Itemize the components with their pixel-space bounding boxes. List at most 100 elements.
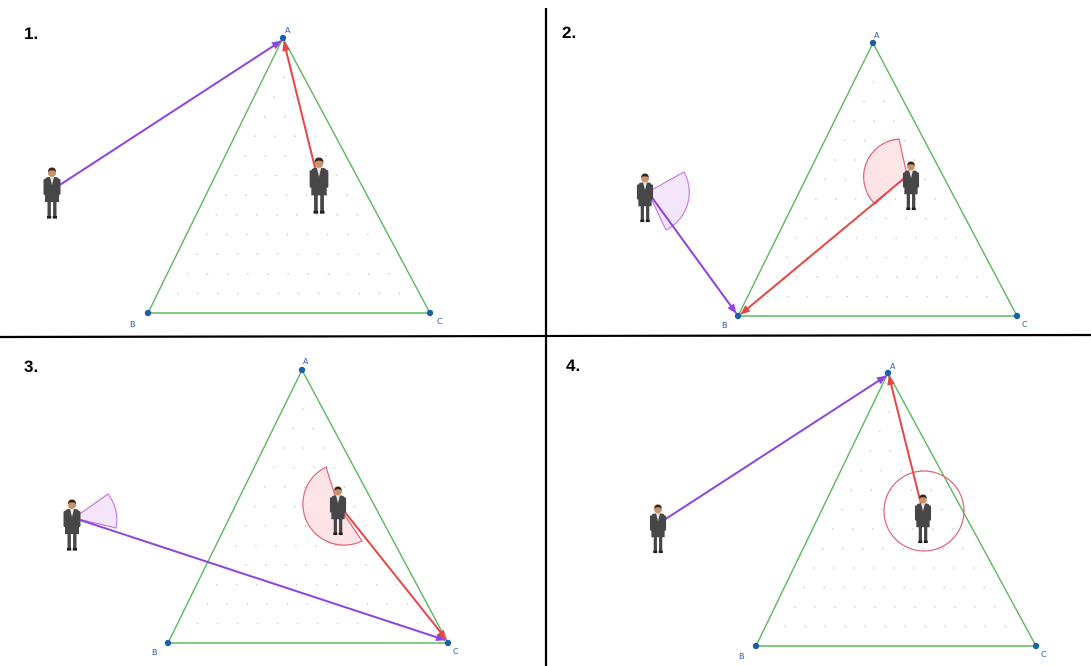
subject-fov-wedge — [863, 138, 908, 205]
shoe — [911, 207, 916, 211]
grid-dot — [891, 528, 894, 530]
grid-dot — [225, 564, 228, 566]
grid-dot — [386, 603, 388, 605]
grid-dot — [860, 469, 862, 472]
grid-dot — [244, 155, 247, 157]
vertex-c — [426, 309, 434, 317]
grid-dot — [322, 447, 325, 449]
face-profile — [339, 490, 342, 494]
grid-dot — [805, 217, 807, 220]
grid-dot — [905, 217, 907, 220]
grid-dot — [826, 295, 829, 298]
grid-dot — [924, 217, 927, 220]
grid-dot — [816, 276, 818, 278]
triangle-grid-dots — [784, 411, 1007, 628]
vertex-c-label: C — [1022, 320, 1028, 329]
grid-dot — [356, 622, 359, 625]
grid-dot — [932, 567, 935, 569]
arm — [902, 172, 906, 188]
leg — [918, 525, 922, 543]
vertex-c — [1013, 312, 1021, 320]
grid-dot — [295, 583, 298, 586]
grid-dot — [930, 489, 933, 491]
leg — [924, 525, 928, 543]
grid-dot — [924, 178, 926, 181]
grid-dot — [335, 583, 338, 586]
shoe — [640, 219, 645, 223]
panel-3-label: 3. — [24, 357, 38, 376]
grid-dot — [884, 625, 887, 628]
grid-dot — [863, 100, 865, 103]
grid-dot — [911, 528, 914, 530]
observer-person — [63, 499, 81, 551]
grid-dot — [226, 272, 229, 275]
grid-dot — [206, 603, 208, 605]
grid-dot — [276, 214, 278, 216]
vertex-a-label: A — [285, 26, 291, 35]
torso — [45, 177, 59, 202]
grid-dot — [766, 295, 769, 298]
grid-dot — [846, 295, 849, 298]
grid-dot — [186, 272, 189, 275]
subject-arrow — [887, 375, 924, 513]
grid-dot — [942, 547, 944, 550]
triangle — [166, 368, 450, 644]
grid-dot — [854, 159, 856, 161]
grid-dot — [854, 606, 856, 608]
panel-2-label: 2. — [562, 23, 576, 42]
arm — [914, 505, 918, 521]
grid-dot — [926, 295, 928, 298]
grid-dot — [358, 292, 360, 295]
arm — [650, 184, 654, 200]
observer-arrow — [660, 375, 887, 523]
grid-dot — [256, 253, 259, 255]
grid-dot — [823, 586, 826, 589]
grid-dot — [888, 411, 890, 413]
collar — [50, 177, 54, 185]
grid-dot — [836, 276, 838, 278]
grid-dot — [889, 450, 892, 452]
grid-dot — [325, 564, 328, 566]
grid-dot — [295, 174, 297, 177]
grid-dot — [265, 194, 268, 196]
grid-dot — [336, 214, 339, 216]
grid-dot — [306, 603, 308, 605]
grid-dot — [962, 547, 964, 550]
arm — [309, 170, 313, 188]
grid-dot — [892, 567, 895, 569]
arm — [916, 172, 920, 188]
grid-dot — [296, 214, 298, 216]
leg — [333, 517, 337, 535]
subject-fov-circle — [883, 470, 965, 552]
grid-dot — [883, 586, 886, 589]
grid-dot — [986, 295, 988, 298]
face-profile — [907, 165, 910, 169]
grid-dot — [893, 120, 895, 122]
arm — [928, 505, 932, 521]
grid-dot — [845, 256, 848, 259]
grid-dot — [844, 625, 847, 628]
grid-dot — [834, 198, 837, 200]
grid-dot — [255, 544, 257, 547]
shoe — [923, 540, 928, 544]
hair — [314, 157, 324, 163]
shoe — [52, 216, 57, 219]
observer-person — [649, 504, 667, 554]
head — [314, 159, 324, 168]
grid-dot — [246, 233, 248, 236]
grid-dot — [254, 505, 256, 508]
vertex-a — [884, 369, 892, 377]
grid-dot — [814, 606, 816, 608]
grid-dot — [875, 237, 877, 239]
grid-dot — [944, 217, 947, 220]
grid-dot — [945, 256, 948, 259]
grid-dot — [197, 292, 199, 295]
grid-dot — [909, 450, 912, 452]
grid-dot — [273, 96, 276, 98]
grid-dot — [925, 256, 928, 259]
vertex-a — [869, 39, 877, 47]
subject-person — [329, 486, 347, 536]
grid-dot — [965, 256, 967, 259]
grid-dot — [226, 233, 228, 236]
grid-dot — [896, 276, 898, 278]
